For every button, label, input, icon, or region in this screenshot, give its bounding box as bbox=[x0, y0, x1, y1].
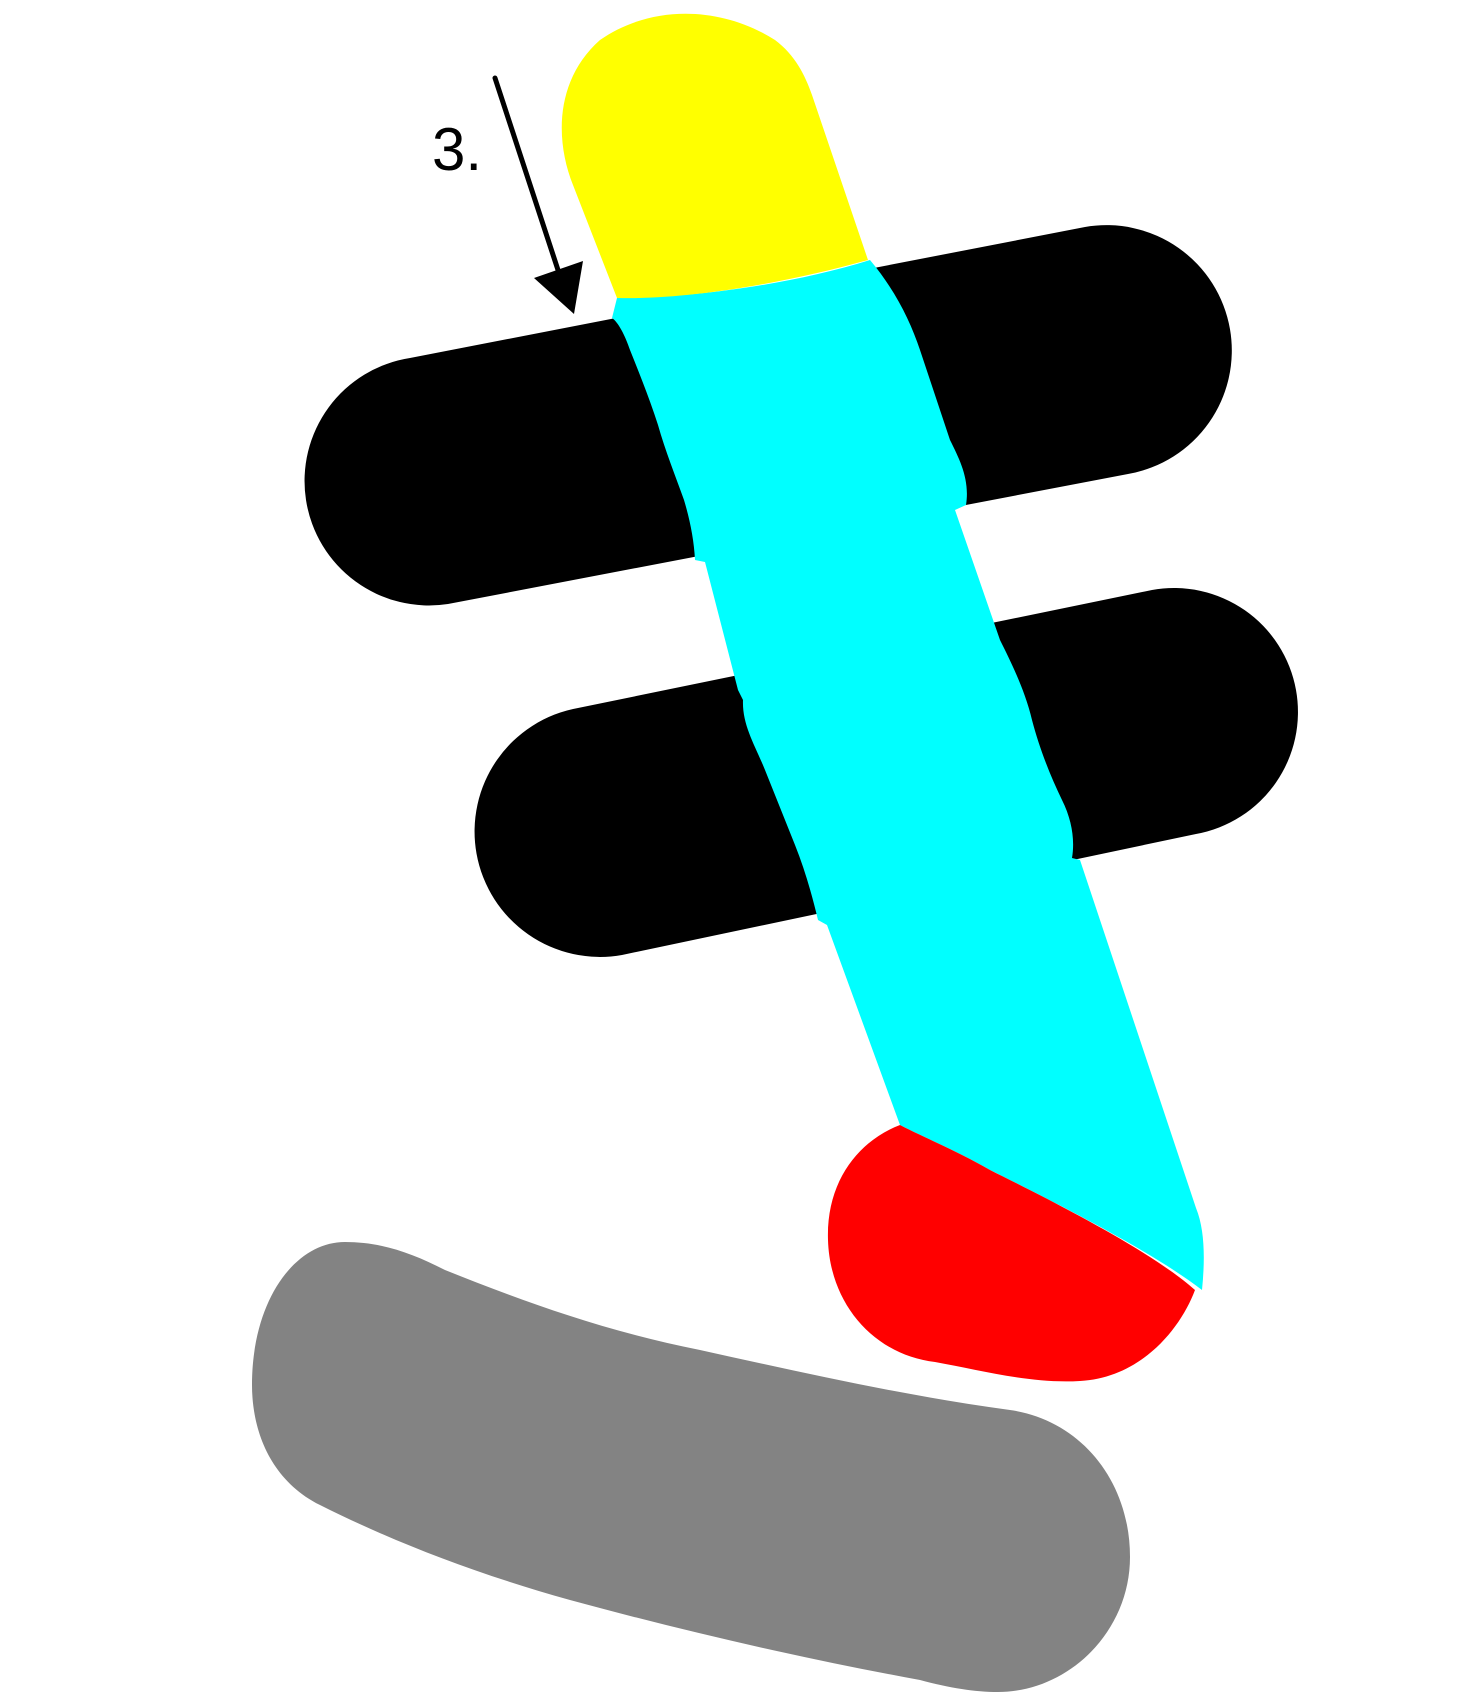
red-stroke-end bbox=[827, 1125, 1195, 1382]
gray-stroke bbox=[252, 1242, 1130, 1692]
arrow-head bbox=[534, 261, 583, 314]
yellow-stroke-tip bbox=[561, 13, 868, 299]
cyan-stroke-body bbox=[612, 260, 1204, 1290]
arrow-shaft bbox=[492, 75, 561, 273]
step-number-label: 3. bbox=[432, 116, 482, 183]
